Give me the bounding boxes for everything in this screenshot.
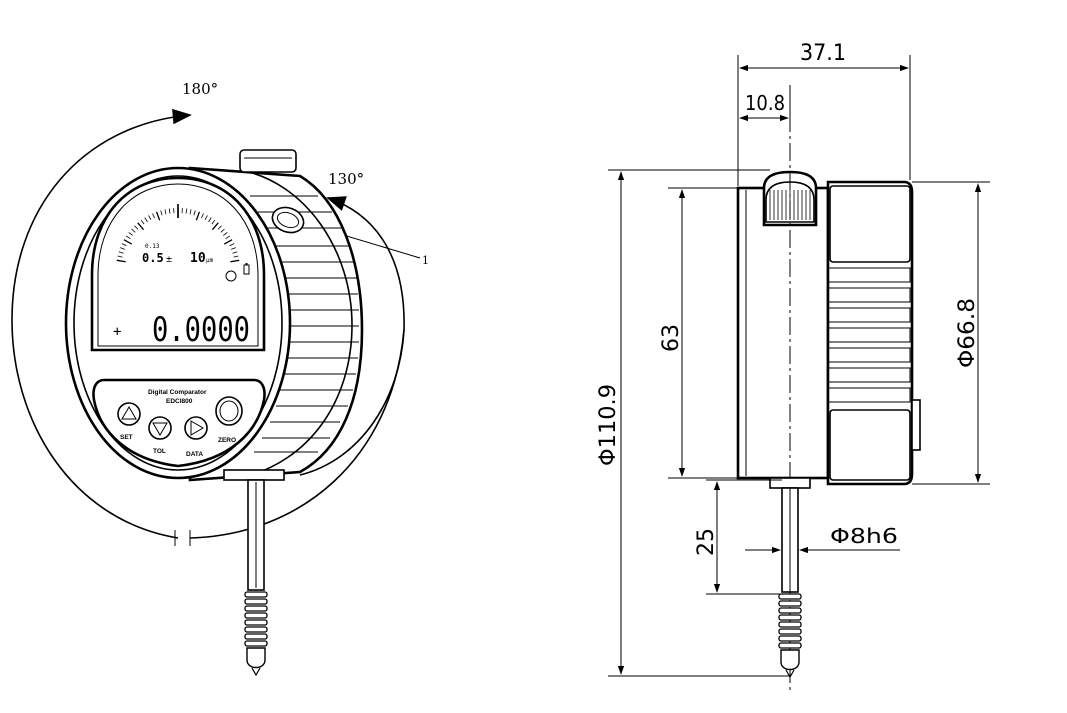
dim-overall-height: Φ110.9 xyxy=(596,169,790,677)
rotation-label-180: 180° xyxy=(182,80,218,98)
lcd-resolution-left: 0.5 xyxy=(142,251,164,265)
dim-stem-diameter: Φ8h6 xyxy=(745,524,900,554)
lcd-scale-label: 0.13 xyxy=(145,243,160,250)
lcd-unit: μm xyxy=(206,257,214,264)
dim-bezel-diameter: Φ66.8 xyxy=(912,181,990,485)
dim-label-stem-length: 25 xyxy=(694,528,719,556)
data-button[interactable] xyxy=(184,416,208,440)
side-probe-tip xyxy=(778,593,802,679)
zero-button-label: ZERO xyxy=(218,437,236,444)
callout-number: 1 xyxy=(422,254,429,267)
side-bezel xyxy=(826,180,921,486)
front-probe-tip xyxy=(244,591,268,677)
dim-offset: 10.8 xyxy=(739,91,791,122)
tol-button[interactable] xyxy=(148,416,172,440)
side-body xyxy=(736,186,830,480)
lcd-resolution-right: 10 xyxy=(190,251,206,266)
panel-title-line1: Digital Comparator xyxy=(148,389,207,396)
front-stem xyxy=(223,469,285,591)
dim-body-height: 63 xyxy=(659,187,738,479)
front-bezel-inner xyxy=(73,175,283,471)
rotation-arc-130 xyxy=(299,196,405,476)
dim-label-bezel-diameter: Φ66.8 xyxy=(955,298,980,368)
rotation-arc-180 xyxy=(11,108,192,539)
lcd-reading: 0.0000 xyxy=(152,310,250,350)
lcd-analog-scale xyxy=(116,204,240,263)
lcd-plus-minus: ± xyxy=(166,254,172,265)
side-view: 37.1 10.8 63 Φ66.8 Φ110.9 xyxy=(596,41,990,690)
panel-title-line2: EDCI800 xyxy=(166,398,193,405)
dim-label-body-height: 63 xyxy=(659,324,684,352)
battery-icon xyxy=(243,263,250,275)
side-stem xyxy=(769,477,811,593)
dim-overall-depth: 37.1 xyxy=(737,41,911,186)
top-button xyxy=(239,149,297,173)
dim-label-overall-height: Φ110.9 xyxy=(596,384,621,466)
set-button[interactable] xyxy=(117,402,141,426)
rotation-label-130: 130° xyxy=(328,170,364,188)
dim-stem-length: 25 xyxy=(694,479,782,595)
tol-button-label: TOL xyxy=(153,448,166,455)
dim-label-overall-depth: 37.1 xyxy=(800,41,846,66)
set-button-label: SET xyxy=(120,434,133,441)
lcd-indicator-circle xyxy=(225,270,237,282)
front-view: 180° 130° 1 xyxy=(11,80,429,677)
lcd-window xyxy=(90,176,266,352)
zero-button[interactable] xyxy=(215,396,243,426)
data-button-label: DATA xyxy=(186,451,203,458)
lcd-sign-symbol: + xyxy=(113,324,121,340)
dim-label-offset: 10.8 xyxy=(745,91,785,115)
dim-label-stem-diameter: Φ8h6 xyxy=(830,524,898,548)
